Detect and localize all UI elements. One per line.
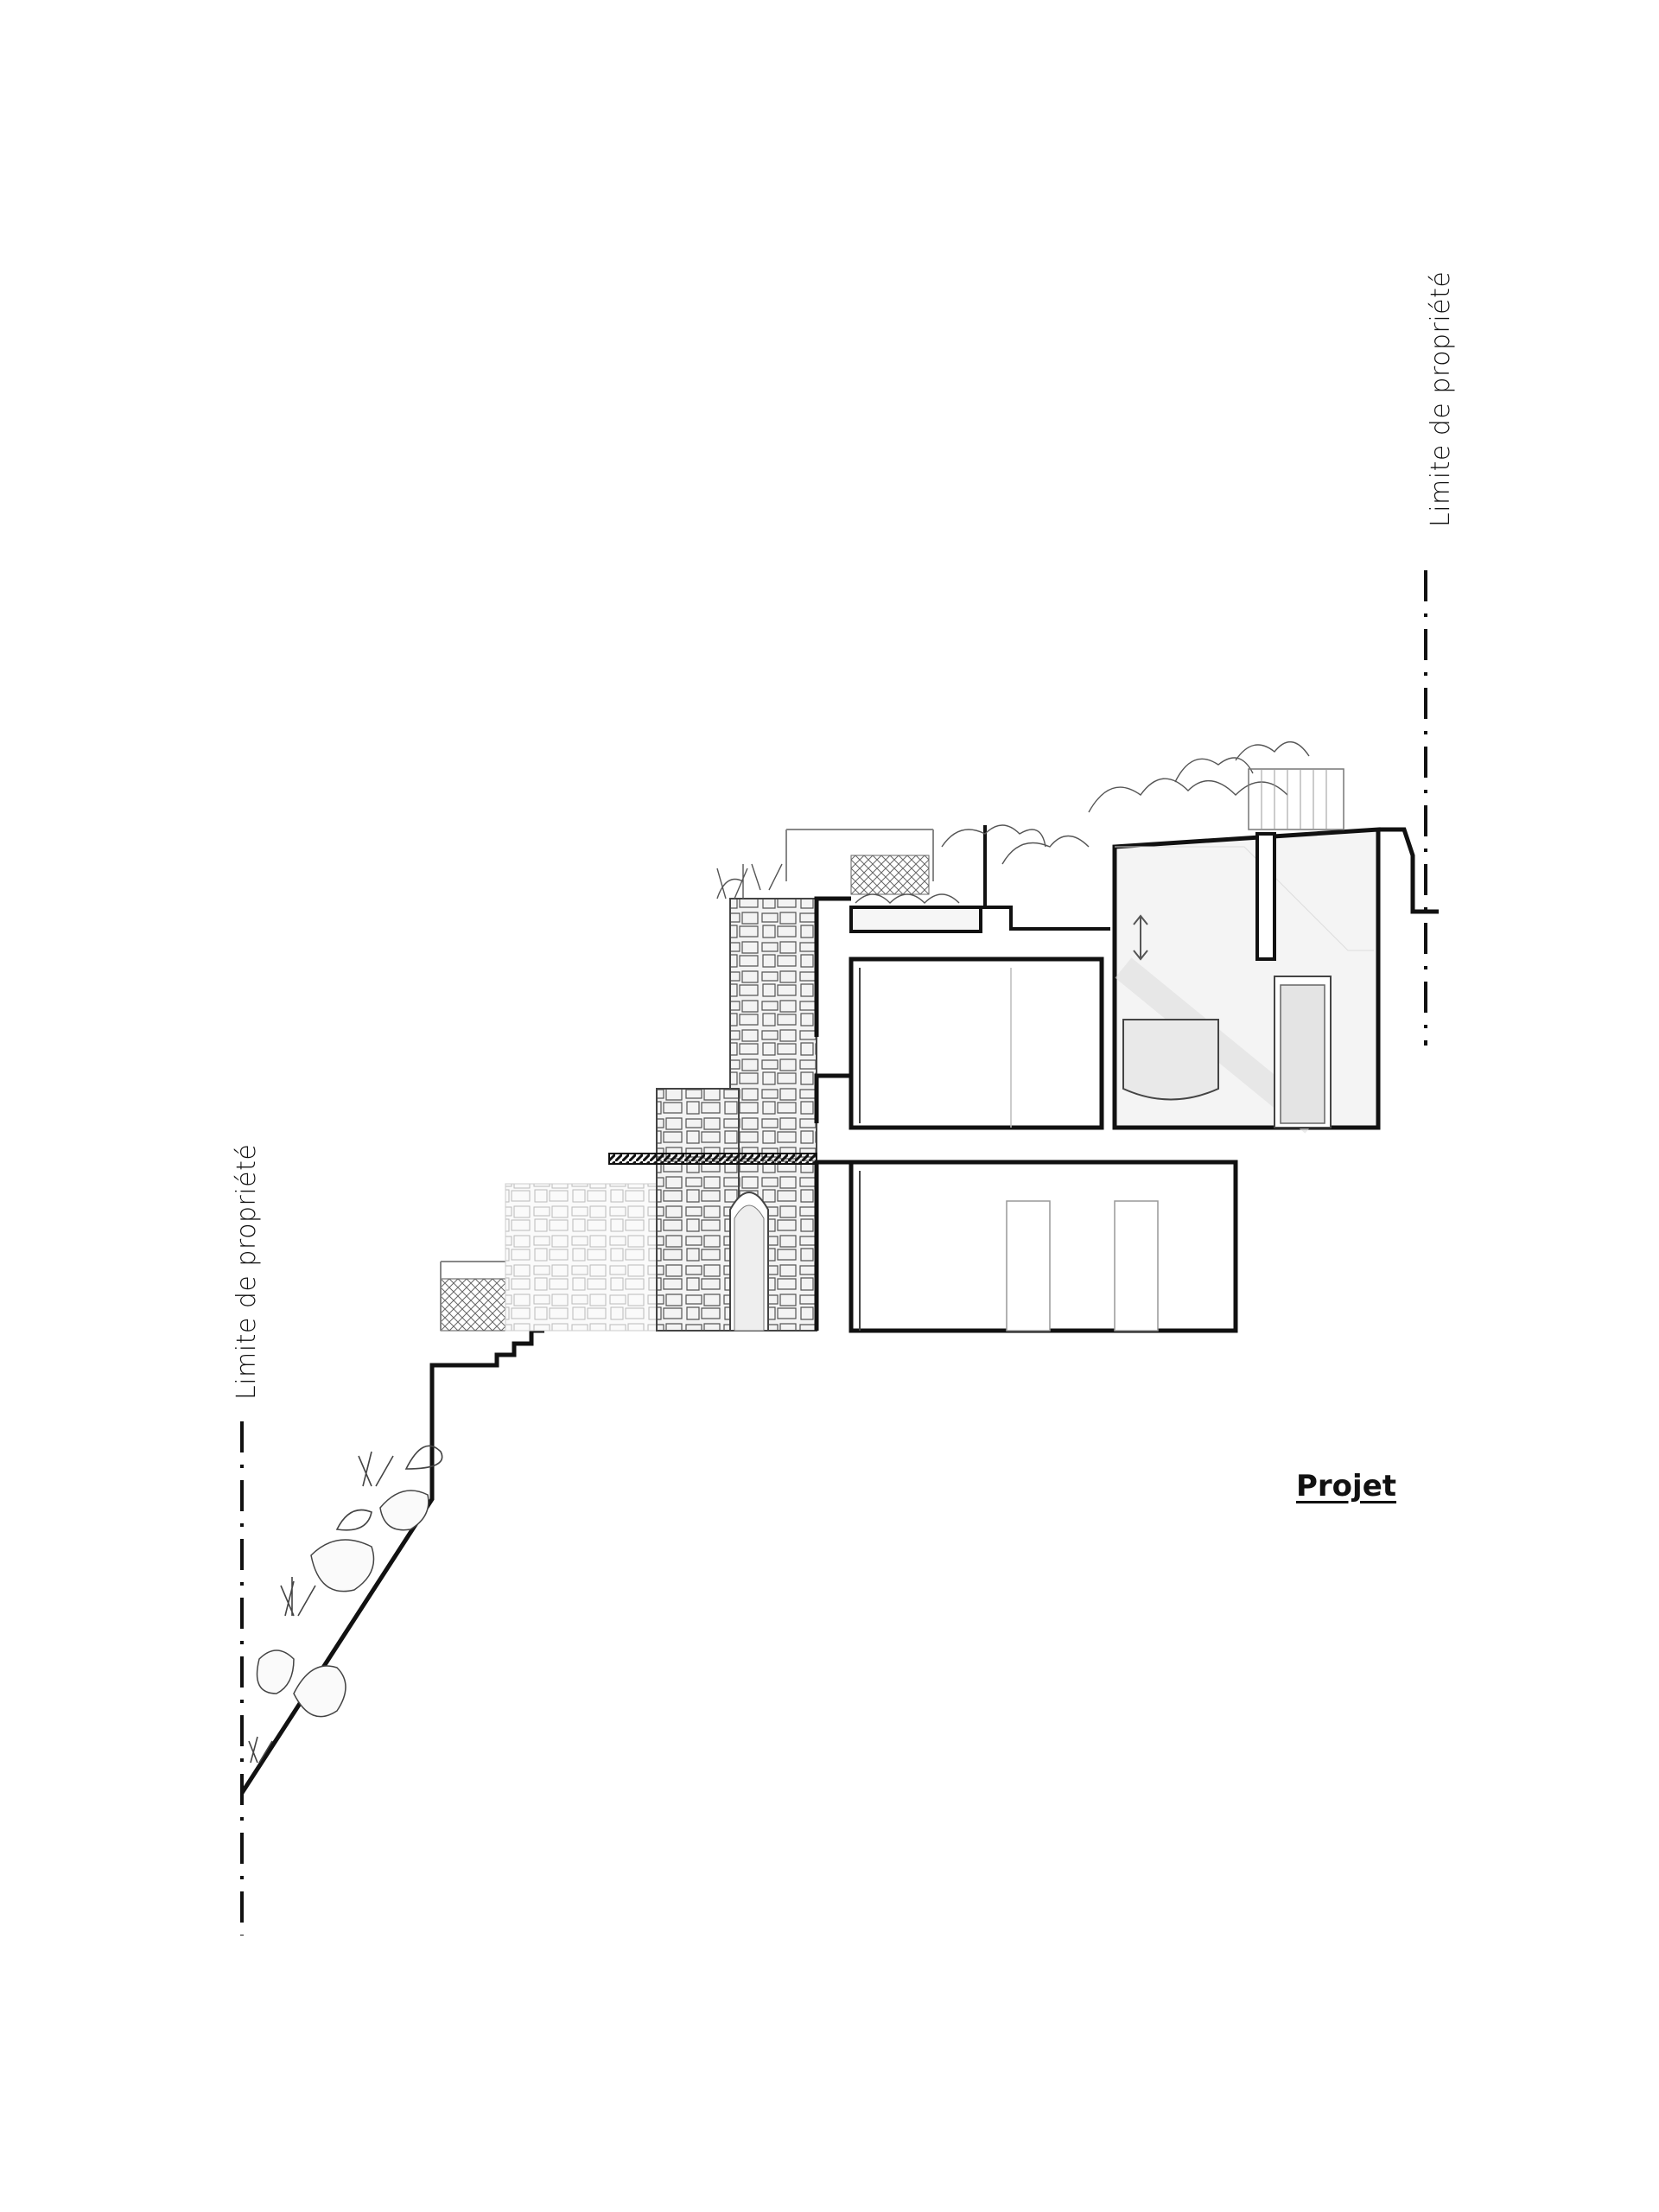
middle-volume bbox=[849, 957, 1104, 1130]
lower-volume bbox=[849, 1160, 1238, 1333]
project-title: Projet bbox=[1296, 1469, 1397, 1503]
property-limit-label-right: Limite de propriété bbox=[1426, 270, 1456, 527]
rocks bbox=[256, 1490, 429, 1718]
upper-volume bbox=[1088, 741, 1439, 1134]
roof-garden bbox=[716, 824, 1110, 933]
cantilever-slab bbox=[608, 1153, 817, 1165]
property-limit-label-left: Limite de propriété bbox=[232, 1143, 262, 1400]
back-stone-wall bbox=[505, 1183, 658, 1332]
terrain-slope bbox=[239, 1328, 544, 1795]
shrubs bbox=[248, 1445, 443, 1764]
section-cut-wall bbox=[814, 896, 851, 1331]
stone-tower bbox=[656, 898, 817, 1332]
